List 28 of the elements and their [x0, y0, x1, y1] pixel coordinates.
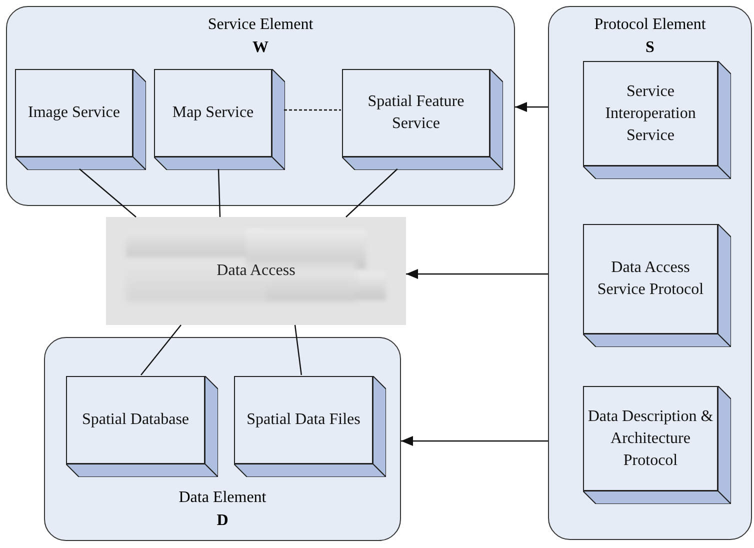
panel-label: Data Access: [216, 261, 296, 281]
group-letter: W: [252, 38, 268, 58]
connector-line: [346, 168, 398, 218]
group-title: Service Element: [208, 15, 314, 35]
group-letter: S: [646, 38, 654, 58]
block-label: Data Description & Architecture Protocol: [587, 406, 714, 470]
group-title: Protocol Element: [594, 15, 706, 35]
connector-line: [79, 168, 136, 218]
group-panel: [44, 337, 401, 541]
block-label: Spatial Data Files: [246, 410, 360, 430]
connector-line: [284, 109, 341, 111]
arrow: [401, 436, 548, 446]
connector-line: [294, 324, 302, 376]
connector-line: [140, 324, 182, 376]
block-label: Spatial Database: [82, 410, 190, 430]
block-label: Image Service: [28, 103, 120, 123]
group-panel: [548, 6, 752, 540]
arrow: [406, 269, 548, 279]
group-panel: [6, 6, 515, 206]
group-title: Data Element: [178, 488, 266, 508]
connector-line: [218, 168, 221, 218]
arrow: [515, 102, 548, 112]
block-label: Spatial Feature Service: [366, 92, 466, 134]
block-label: Data Access Service Protocol: [596, 258, 705, 300]
block-label: Service Interoperation Service: [604, 82, 697, 146]
block-label: Map Service: [172, 103, 254, 123]
data-access-panel: [106, 217, 406, 325]
group-letter: D: [216, 511, 228, 531]
